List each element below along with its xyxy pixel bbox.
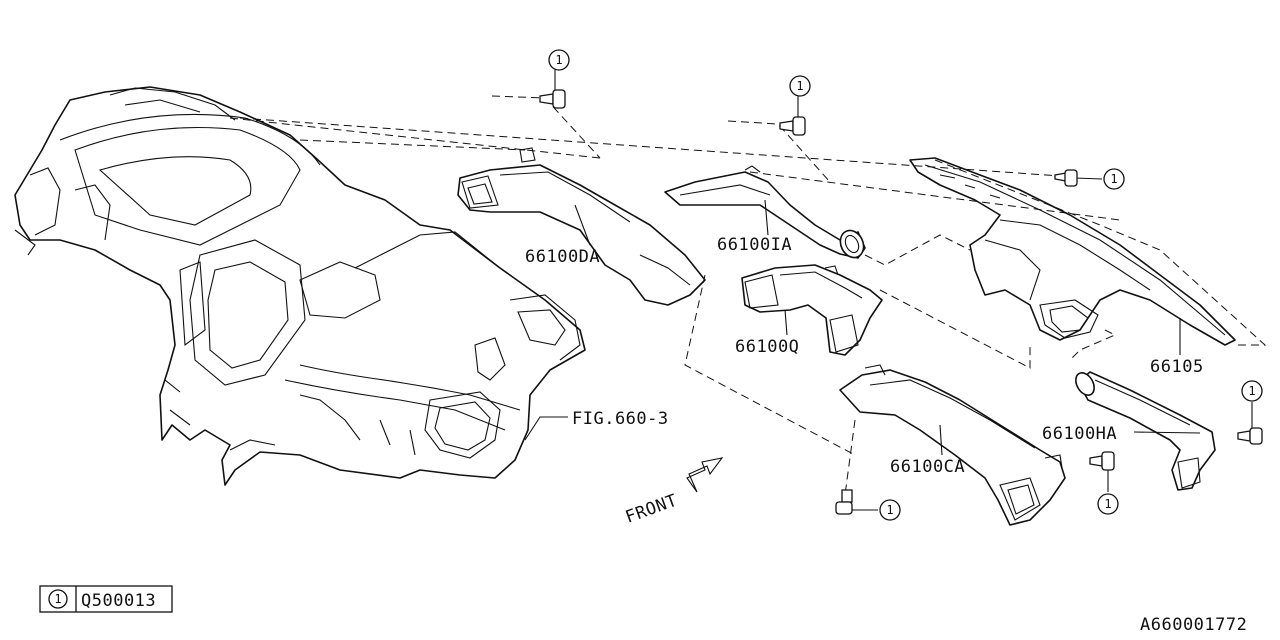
duct-66100Q	[741, 264, 883, 356]
label-66100CA: 66100CA	[890, 457, 965, 477]
svg-text:1: 1	[1104, 497, 1111, 511]
callout-1-top-center: 1	[789, 75, 811, 97]
bolt-center-right	[1089, 451, 1115, 492]
label-fig-reference: FIG.660-3	[572, 409, 669, 429]
front-arrow-icon	[686, 457, 724, 493]
front-label: FRONT	[623, 491, 680, 528]
front-indicator: FRONT	[623, 457, 724, 528]
svg-text:1: 1	[886, 503, 893, 517]
bolt-bottom	[835, 489, 878, 515]
bolt-right	[1054, 169, 1103, 187]
callout-1-lower-right: 1	[1241, 380, 1263, 402]
legend: 1 Q500013	[39, 585, 173, 613]
instrument-panel	[14, 86, 586, 486]
label-leaders	[524, 199, 1201, 456]
bolt-top-left	[539, 70, 566, 109]
label-66105: 66105	[1150, 357, 1204, 377]
label-66100HA: 66100HA	[1042, 424, 1117, 444]
callout-1-bottom: 1	[879, 499, 901, 521]
label-66100DA: 66100DA	[525, 247, 600, 267]
callout-1-center-right: 1	[1097, 493, 1119, 515]
label-66100Q: 66100Q	[735, 337, 799, 357]
bolt-top-center	[779, 96, 806, 136]
duct-66100HA	[1075, 371, 1216, 491]
nozzle-66105	[909, 157, 1236, 346]
svg-text:1: 1	[796, 79, 803, 93]
svg-text:1: 1	[1110, 172, 1117, 186]
label-66100IA: 66100IA	[717, 235, 792, 255]
duct-66100DA	[457, 147, 706, 306]
diagram-id: A660001772	[1140, 615, 1247, 635]
bolt-lower-right	[1237, 402, 1263, 445]
duct-66100IA	[664, 165, 866, 259]
callout-1-right: 1	[1103, 168, 1125, 190]
svg-text:1: 1	[555, 53, 562, 67]
duct-66100CA	[839, 364, 1066, 526]
legend-part-number: Q500013	[81, 591, 156, 611]
callout-1-top-left: 1	[548, 49, 570, 71]
svg-text:1: 1	[1248, 384, 1255, 398]
legend-number: 1	[54, 592, 61, 606]
